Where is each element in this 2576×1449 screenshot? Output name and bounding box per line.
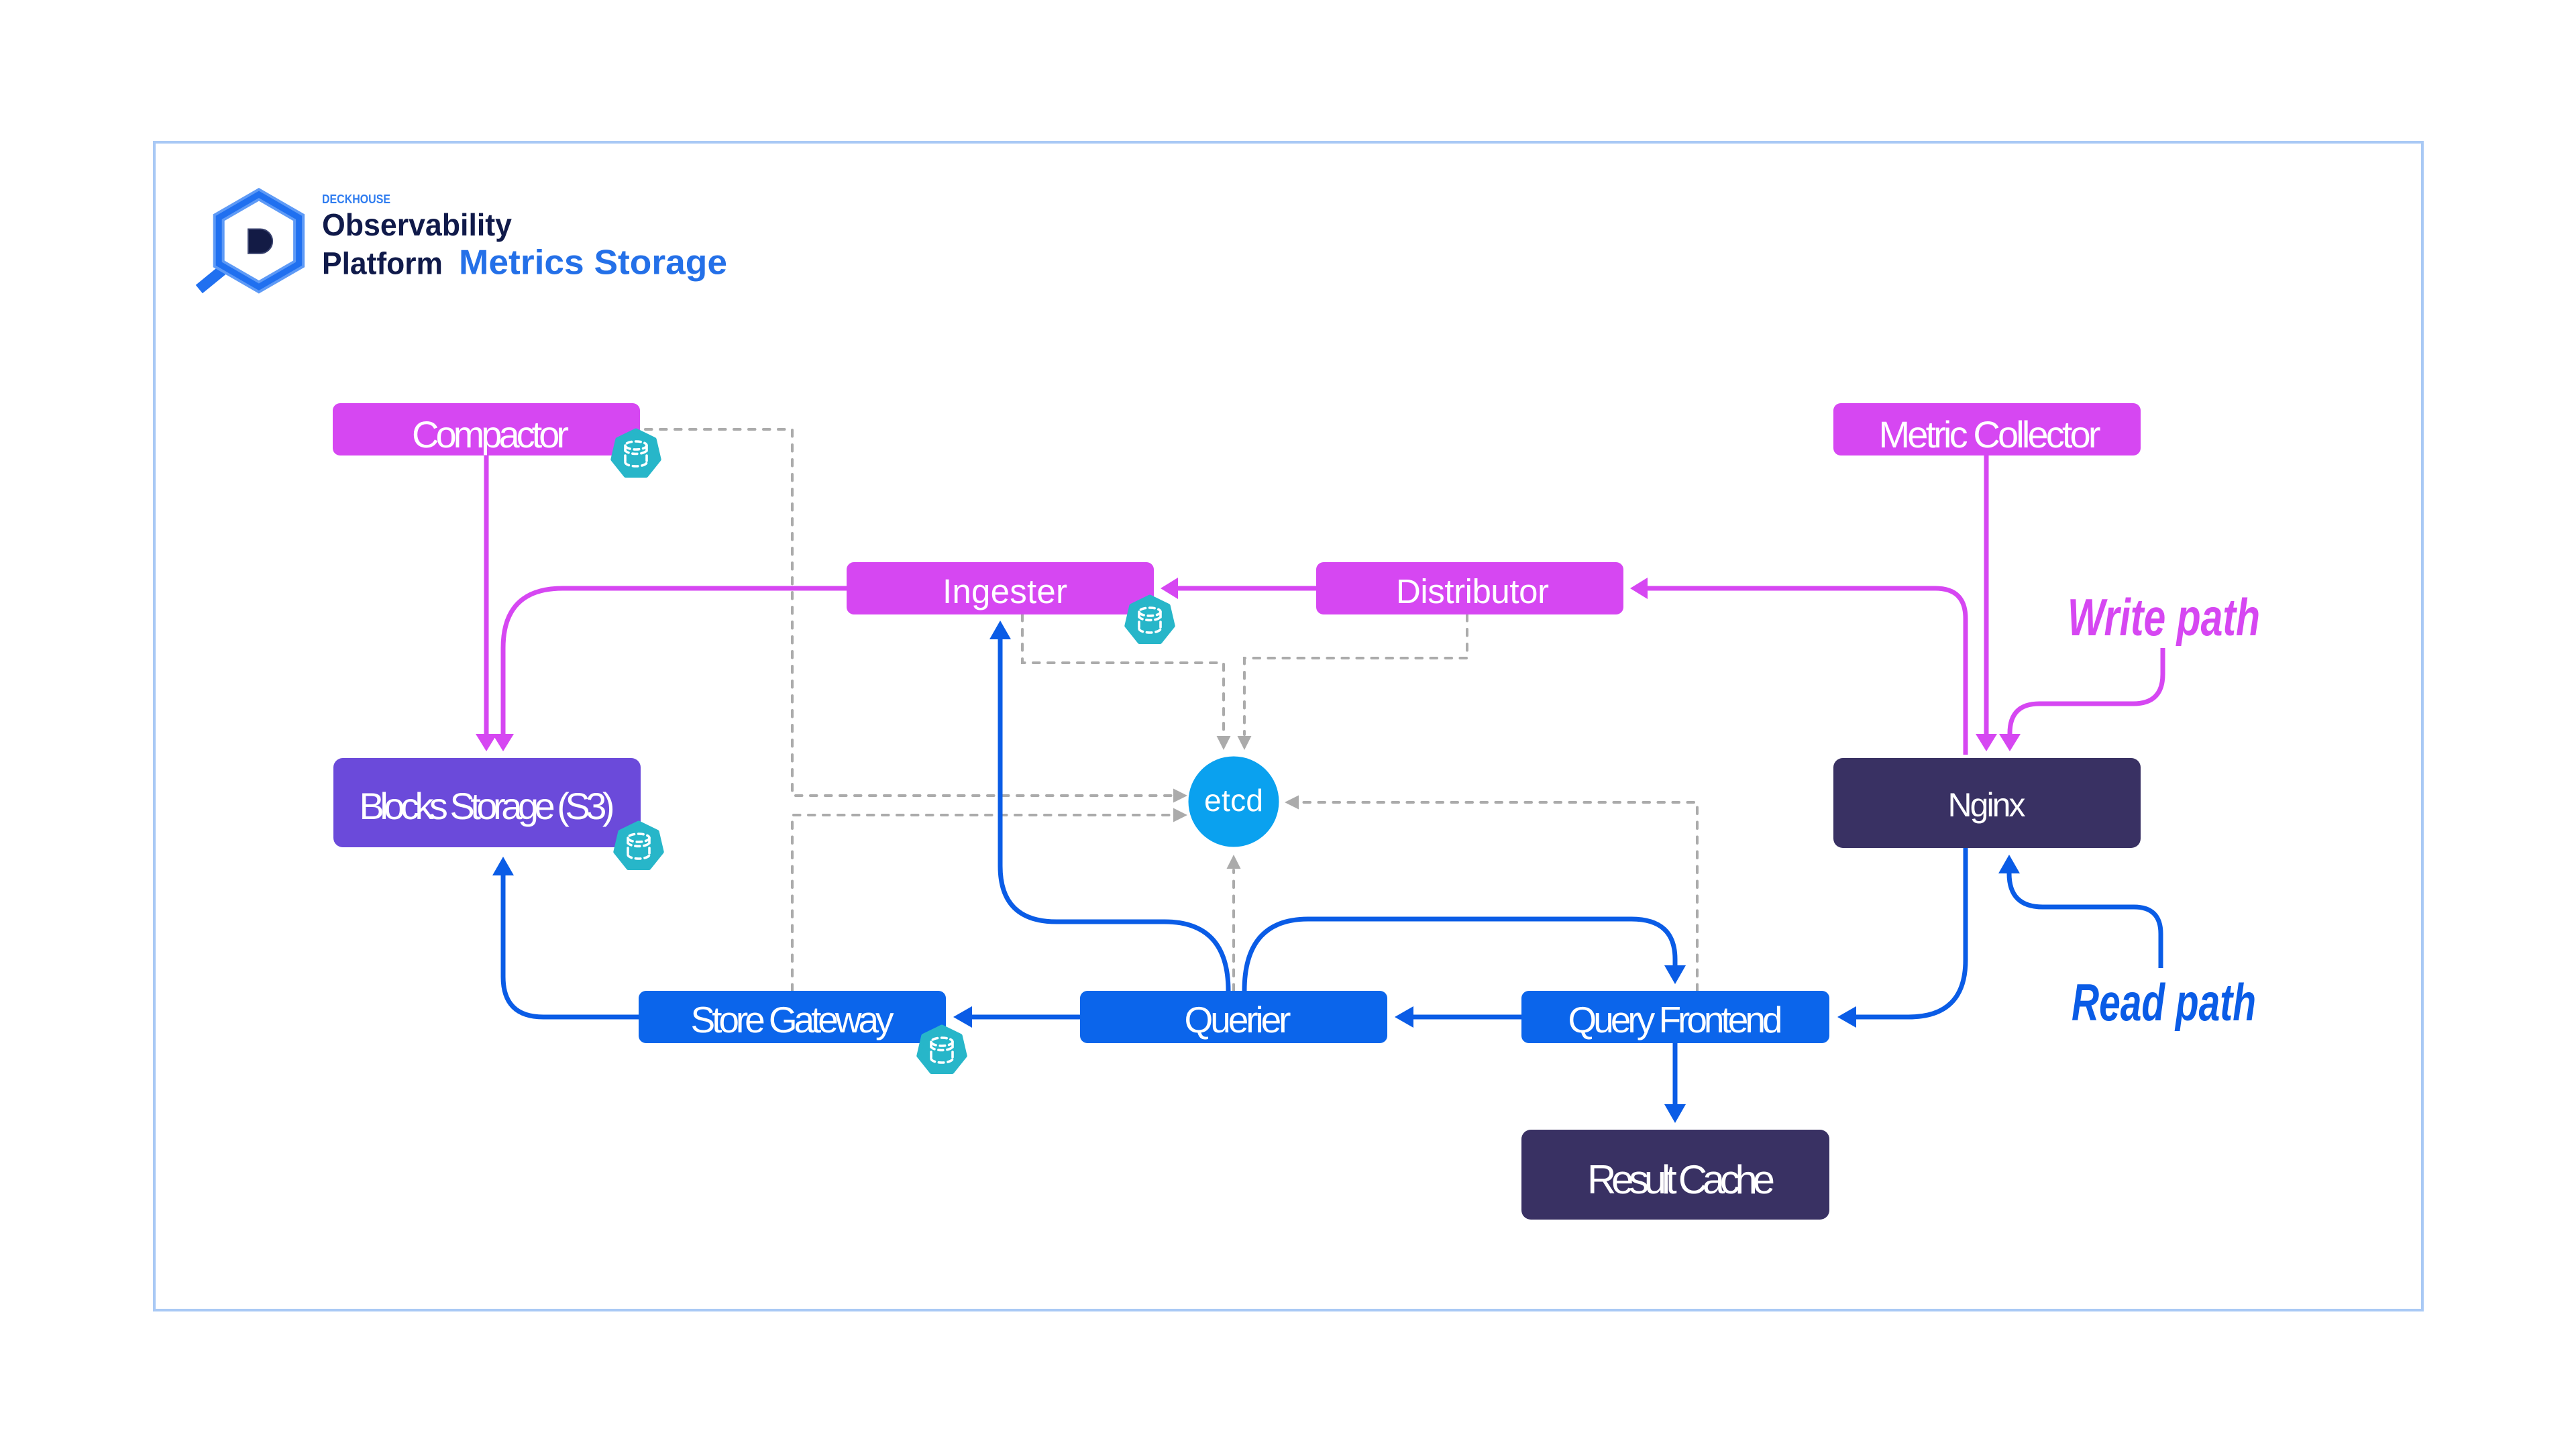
- svg-text:Write path: Write path: [2068, 588, 2260, 647]
- svg-text:Store Gateway: Store Gateway: [691, 999, 895, 1040]
- svg-text:Platform: Platform: [322, 246, 443, 281]
- svg-text:etcd: etcd: [1204, 783, 1263, 818]
- svg-text:Result Cache: Result Cache: [1587, 1157, 1775, 1202]
- svg-text:Observability: Observability: [322, 207, 512, 242]
- svg-text:Blocks Storage (S3): Blocks Storage (S3): [360, 785, 615, 827]
- svg-text:Distributor: Distributor: [1396, 572, 1549, 610]
- svg-text:Metric Collector: Metric Collector: [1879, 413, 2101, 455]
- svg-text:Metrics Storage: Metrics Storage: [459, 244, 727, 282]
- svg-text:Read path: Read path: [2072, 973, 2256, 1032]
- svg-text:Querier: Querier: [1185, 999, 1291, 1040]
- svg-text:Ingester: Ingester: [943, 572, 1067, 610]
- svg-text:Compactor: Compactor: [412, 413, 569, 455]
- svg-text:Query Frontend: Query Frontend: [1568, 999, 1783, 1040]
- svg-text:DECKHOUSE: DECKHOUSE: [322, 193, 390, 206]
- svg-text:Nginx: Nginx: [1948, 786, 2026, 824]
